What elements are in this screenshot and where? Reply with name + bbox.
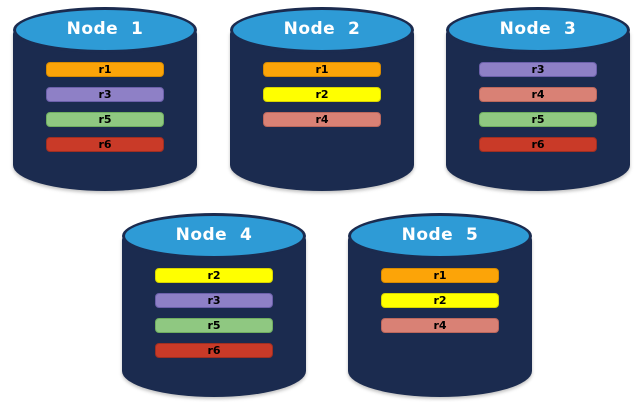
cylinder-top-ellipse: Node 4	[122, 213, 306, 259]
node-cylinder-1: Node 1 r1 r3 r5 r6	[13, 7, 197, 191]
replica-label: r6	[531, 138, 545, 151]
replica-label: r6	[98, 138, 112, 151]
replica-list: r3 r4 r5 r6	[446, 62, 630, 152]
replica-label: r3	[98, 88, 112, 101]
replica-bar-r5: r5	[479, 112, 597, 127]
replica-bar-r4: r4	[381, 318, 499, 333]
replica-bar-r1: r1	[263, 62, 381, 77]
cylinder-body	[122, 236, 306, 397]
cylinder-top-ellipse: Node 2	[230, 7, 414, 53]
node-label: Node 3	[499, 19, 577, 39]
replica-bar-r2: r2	[263, 87, 381, 102]
replica-bar-r1: r1	[381, 268, 499, 283]
replica-label: r6	[207, 344, 221, 357]
node-cylinder-4: Node 4 r2 r3 r5 r6	[122, 213, 306, 397]
replica-bar-r4: r4	[479, 87, 597, 102]
node-label: Node 1	[66, 19, 144, 39]
replica-label: r4	[433, 319, 447, 332]
replica-label: r1	[315, 63, 329, 76]
replica-bar-r2: r2	[155, 268, 273, 283]
replica-label: r4	[315, 113, 329, 126]
replica-bar-r6: r6	[155, 343, 273, 358]
node-label: Node 2	[283, 19, 361, 39]
node-cylinder-5: Node 5 r1 r2 r4	[348, 213, 532, 397]
replica-label: r1	[433, 269, 447, 282]
replica-label: r3	[531, 63, 545, 76]
replica-label: r2	[433, 294, 447, 307]
replica-list: r2 r3 r5 r6	[122, 268, 306, 358]
replica-bar-r3: r3	[155, 293, 273, 308]
replica-label: r2	[207, 269, 221, 282]
cylinder-top-ellipse: Node 5	[348, 213, 532, 259]
cylinder-body	[230, 30, 414, 191]
replica-bar-r5: r5	[46, 112, 164, 127]
cylinder-top-ellipse: Node 3	[446, 7, 630, 53]
replica-bar-r1: r1	[46, 62, 164, 77]
replica-label: r2	[315, 88, 329, 101]
replica-bar-r6: r6	[46, 137, 164, 152]
replica-label: r5	[531, 113, 545, 126]
replica-label: r4	[531, 88, 545, 101]
replica-bar-r2: r2	[381, 293, 499, 308]
replica-bar-r5: r5	[155, 318, 273, 333]
replica-list: r1 r3 r5 r6	[13, 62, 197, 152]
replica-label: r1	[98, 63, 112, 76]
node-cylinder-2: Node 2 r1 r2 r4	[230, 7, 414, 191]
cylinder-body	[348, 236, 532, 397]
replica-list: r1 r2 r4	[348, 268, 532, 333]
node-label: Node 4	[175, 225, 253, 245]
replica-label: r5	[98, 113, 112, 126]
replica-bar-r4: r4	[263, 112, 381, 127]
node-label: Node 5	[401, 225, 479, 245]
replica-bar-r3: r3	[479, 62, 597, 77]
cylinder-body	[13, 30, 197, 191]
replica-label: r5	[207, 319, 221, 332]
replica-label: r3	[207, 294, 221, 307]
cylinder-top-ellipse: Node 1	[13, 7, 197, 53]
node-cylinder-3: Node 3 r3 r4 r5 r6	[446, 7, 630, 191]
replica-bar-r6: r6	[479, 137, 597, 152]
cylinder-body	[446, 30, 630, 191]
replica-bar-r3: r3	[46, 87, 164, 102]
replica-list: r1 r2 r4	[230, 62, 414, 127]
